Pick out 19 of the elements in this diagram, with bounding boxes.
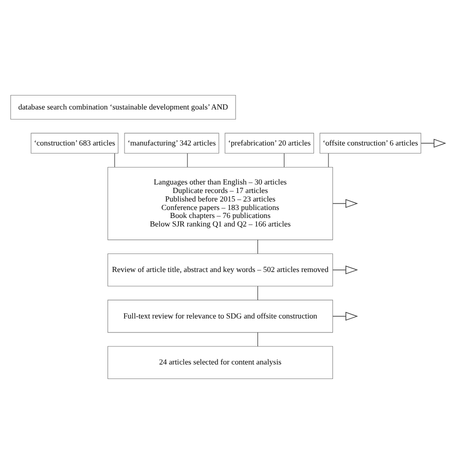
node-box: ‘prefabrication’ 20 articles — [224, 132, 314, 154]
node-box: Languages other than English – 30 articles Duplicate records – 17 articles Published before 2015 – 23 articles Conference papers – 183 publications Book chapters – 76 publications Below SJR ranking Q1 and Q2 – 166 articles — [108, 166, 333, 240]
node-box: Full-text review for relevance to SDG and offsite construction — [108, 300, 333, 333]
connector — [114, 153, 115, 168]
node-box: ‘offsite construction’ 6 articles — [320, 132, 422, 154]
node-box: ‘construction’ 683 articles — [30, 132, 118, 154]
node-box: database search combination ‘sustainable development goals’ AND — [10, 94, 236, 120]
arrow — [332, 312, 358, 321]
connector — [257, 332, 258, 347]
arrow — [332, 266, 358, 274]
connector — [257, 240, 258, 254]
connector — [328, 153, 329, 168]
connector — [187, 153, 188, 168]
node-box: 24 articles selected for content analysis — [108, 346, 333, 380]
connector — [257, 286, 258, 300]
arrow — [332, 199, 358, 208]
arrow — [420, 138, 446, 148]
node-box: ‘manufacturing’ 342 articles — [124, 132, 220, 154]
node-box: Review of article title, abstract and key words – 502 articles removed — [108, 253, 333, 286]
